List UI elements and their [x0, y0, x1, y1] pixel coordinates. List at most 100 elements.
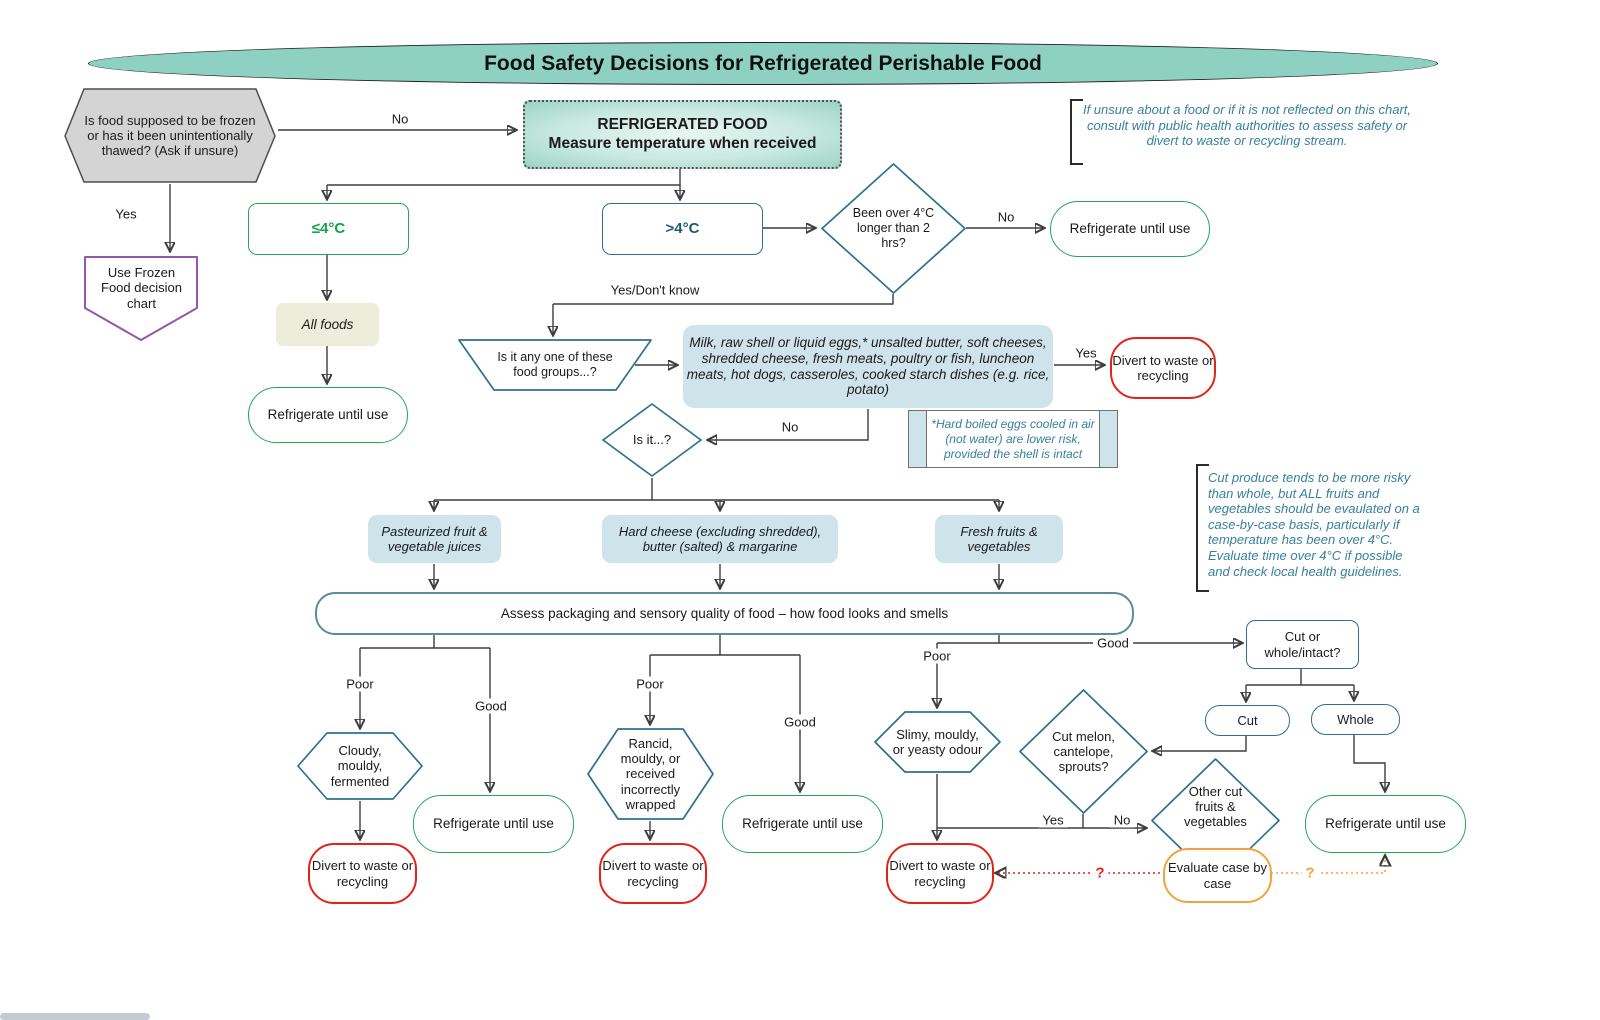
- refrigerate-label: Refrigerate until use: [742, 816, 863, 832]
- refrigerate-pill-1: Refrigerate until use: [1050, 201, 1210, 257]
- chart-title: Food Safety Decisions for Refrigerated P…: [484, 51, 1042, 75]
- refrigerated-food-box: REFRIGERATED FOOD Measure temperature wh…: [523, 100, 842, 169]
- gt-4c-box: >4°C: [602, 203, 763, 255]
- edge-label-poor: Poor: [919, 648, 955, 664]
- slimy-hexagon: Slimy, mouldy, or yeasty odour: [874, 711, 1001, 773]
- food-groups-trapezoid: Is it any one of these food groups...?: [458, 339, 652, 391]
- fresh-fruits-veg-box: Fresh fruits & vegetables: [935, 515, 1063, 563]
- edge-label-good: Good: [471, 698, 511, 714]
- refrigerate-label: Refrigerate until use: [433, 816, 554, 832]
- edge-label-yes: Yes: [1038, 812, 1068, 828]
- trapezoid-shape: [458, 339, 652, 391]
- all-foods-box: All foods: [276, 303, 379, 346]
- cut-pill: Cut: [1205, 705, 1290, 736]
- rancid-label: Rancid, mouldy, or received incorrectly …: [620, 735, 681, 812]
- edge-label-good: Good: [1093, 635, 1133, 651]
- assess-label: Assess packaging and sensory quality of …: [500, 605, 949, 621]
- refrigerate-label: Refrigerate until use: [267, 407, 389, 423]
- horizontal-scrollbar-thumb[interactable]: [0, 1013, 150, 1020]
- cut-or-whole-box: Cut or whole/intact?: [1246, 620, 1359, 669]
- edge-label-good: Good: [780, 714, 820, 730]
- cut-produce-note: Cut produce tends to be more risky than …: [1208, 470, 1420, 579]
- hexagon-shape: [64, 88, 276, 183]
- divert-pill-2: Divert to waste or recycling: [308, 843, 417, 904]
- is-it-label: Is it...?: [632, 432, 672, 448]
- food-groups-label: Is it any one of these food groups...?: [497, 350, 613, 379]
- le-4c-box: ≤4°C: [248, 203, 409, 255]
- gt-4c-label: >4°C: [665, 220, 700, 238]
- divert-pill-1: Divert to waste or recycling: [1110, 337, 1216, 399]
- divert-pill-4: Divert to waste or recycling: [886, 843, 994, 904]
- egg-note-text: *Hard boiled eggs cooled in air (not wat…: [931, 416, 1095, 461]
- frozen-question-label: Is food supposed to be frozen or has it …: [84, 112, 256, 159]
- hard-cheese-label: Hard cheese (excluding shredded), butter…: [618, 523, 822, 554]
- high-risk-foods-label: Milk, raw shell or liquid eggs,* unsalte…: [686, 334, 1050, 398]
- divert-label: Divert to waste or recycling: [889, 858, 991, 889]
- assess-box: Assess packaging and sensory quality of …: [315, 592, 1134, 635]
- refrigerated-food-title: REFRIGERATED FOOD: [597, 116, 768, 134]
- edge-label-poor: Poor: [632, 676, 668, 692]
- is-it-diamond: Is it...?: [602, 403, 702, 477]
- refrigerate-label: Refrigerate until use: [1069, 221, 1191, 237]
- refrigerate-label: Refrigerate until use: [1325, 816, 1446, 832]
- edge-label-yes: Yes: [1075, 345, 1097, 361]
- frozen-question-hexagon: Is food supposed to be frozen or has it …: [64, 88, 276, 183]
- pentagon-shape: [84, 256, 198, 341]
- refrigerated-food-subtitle: Measure temperature when received: [548, 134, 817, 152]
- hard-cheese-box: Hard cheese (excluding shredded), butter…: [602, 515, 838, 563]
- refrigerate-pill-3: Refrigerate until use: [413, 795, 574, 853]
- divert-label: Divert to waste or recycling: [1112, 352, 1214, 383]
- edge-label-question-red: ?: [1091, 864, 1109, 882]
- divert-pill-3: Divert to waste or recycling: [599, 843, 707, 904]
- cut-melon-label: Cut melon, cantelope, sprouts?: [1052, 728, 1115, 775]
- edge-label-poor: Poor: [342, 676, 378, 692]
- edge-label-no: No: [997, 209, 1015, 225]
- le-4c-label: ≤4°C: [311, 220, 346, 238]
- diamond-shape: [821, 163, 966, 294]
- frozen-chart-pentagon: Use Frozen Food decision chart: [84, 256, 199, 342]
- diamond-shape: [602, 403, 702, 477]
- fresh-fruits-veg-label: Fresh fruits & vegetables: [960, 523, 1038, 554]
- refrigerate-pill-5: Refrigerate until use: [1305, 795, 1466, 853]
- edge-label-no: No: [1109, 812, 1135, 828]
- divert-label: Divert to waste or recycling: [602, 858, 704, 889]
- whole-label: Whole: [1337, 711, 1374, 727]
- juices-box: Pasteurized fruit & vegetable juices: [368, 515, 501, 563]
- hexagon-shape: [874, 711, 1001, 773]
- juices-label: Pasteurized fruit & vegetable juices: [381, 523, 488, 554]
- divert-label: Divert to waste or recycling: [311, 858, 414, 889]
- chart-title-banner: Food Safety Decisions for Refrigerated P…: [88, 42, 1438, 85]
- edge-label-yes-dont-know: Yes/Don't know: [610, 282, 700, 298]
- high-risk-foods-box: Milk, raw shell or liquid eggs,* unsalte…: [683, 325, 1053, 408]
- egg-note: *Hard boiled eggs cooled in air (not wat…: [908, 410, 1118, 468]
- egg-note-right-band: [1099, 411, 1117, 467]
- cut-melon-diamond: Cut melon, cantelope, sprouts?: [1019, 689, 1148, 814]
- refrigerate-pill-4: Refrigerate until use: [722, 795, 883, 853]
- cut-label: Cut: [1237, 712, 1258, 728]
- cut-produce-note-bracket: [1196, 464, 1209, 592]
- whole-pill: Whole: [1311, 704, 1400, 735]
- over-2hrs-label: Been over 4°C longer than 2 hrs?: [852, 206, 935, 250]
- refrigerate-pill-2: Refrigerate until use: [248, 387, 408, 443]
- evaluate-pill: Evaluate case by case: [1163, 848, 1272, 903]
- rancid-hexagon: Rancid, mouldy, or received incorrectly …: [587, 728, 714, 820]
- edge-label-yes: Yes: [115, 206, 137, 222]
- cloudy-label: Cloudy, mouldy, fermented: [330, 743, 390, 789]
- edge-label-no: No: [391, 111, 409, 127]
- frozen-chart-label: Use Frozen Food decision chart: [101, 265, 182, 311]
- egg-note-left-band: [909, 411, 927, 467]
- diamond-shape: [1019, 689, 1148, 814]
- other-cut-label: Other cut fruits & vegetables: [1184, 783, 1247, 830]
- edge-label-no: No: [781, 419, 799, 435]
- cloudy-hexagon: Cloudy, mouldy, fermented: [297, 732, 423, 800]
- slimy-label: Slimy, mouldy, or yeasty odour: [892, 726, 983, 757]
- hexagon-shape: [297, 732, 423, 800]
- all-foods-label: All foods: [301, 316, 354, 332]
- unsure-note: If unsure about a food or if it is not r…: [1082, 102, 1412, 149]
- hexagon-shape: [587, 728, 714, 820]
- edge-label-question-orange: ?: [1301, 864, 1319, 882]
- over-2hrs-diamond: Been over 4°C longer than 2 hrs?: [821, 163, 966, 294]
- unsure-note-bracket: [1070, 99, 1083, 165]
- cut-or-whole-label: Cut or whole/intact?: [1264, 629, 1341, 660]
